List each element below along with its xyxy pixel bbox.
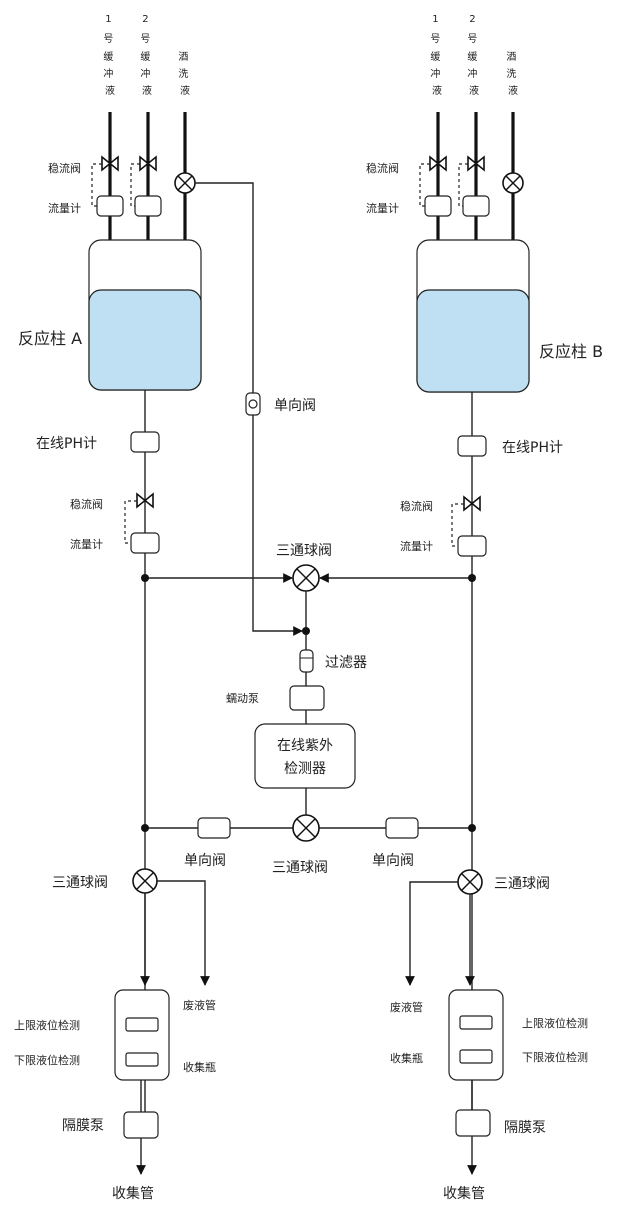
stabilizer-valve-a1-icon[interactable] (101, 155, 119, 172)
stabilizer-b-label: 稳流阀 (366, 161, 399, 175)
check-valve-right[interactable] (385, 817, 419, 839)
flowmeter-a1 (96, 195, 124, 217)
inlet-a3-label: 酒 洗 液 (178, 51, 191, 97)
lower-sensor-b (459, 1049, 493, 1064)
stabilizer-valve-a2-icon[interactable] (139, 155, 157, 172)
waste-pipe-b-label: 废液管 (390, 1000, 423, 1014)
flowmeter-a2 (134, 195, 162, 217)
upper-sensor-a (125, 1017, 159, 1032)
inlet-a1-label: 1 号 缓 冲 液 (103, 14, 116, 97)
diaphragm-pump-b-label: 隔膜泵 (504, 1120, 546, 1136)
reactor-column-a-liquid (88, 289, 202, 391)
lower-sensor-a-label: 下限液位检测 (14, 1053, 80, 1067)
collection-tube-a-label: 收集管 (112, 1185, 154, 1202)
stabilizer-b-lower-label: 稳流阀 (400, 499, 433, 513)
inlet-b3-label: 酒 洗 液 (506, 51, 519, 97)
check-valve-left[interactable] (197, 817, 231, 839)
feedback-a1 (91, 163, 102, 207)
feedback-a-lower (124, 500, 137, 544)
reactor-a-group: 1 号 缓 冲 液 2 号 缓 冲 液 酒 洗 液 (14, 14, 216, 1202)
flowmeter-a-label: 流量计 (48, 201, 81, 215)
flowmeter-a-lower-label: 流量计 (70, 537, 103, 551)
flowmeter-b2 (462, 195, 490, 217)
ph-meter-b (457, 435, 487, 457)
diaphragm-pump-a-label: 隔膜泵 (62, 1118, 104, 1134)
inlet-a2-label: 2 号 缓 冲 液 (140, 14, 153, 97)
feedback-b2 (458, 163, 468, 207)
uv-detector-line1: 在线紫外 (277, 738, 333, 754)
check-valve-top-label: 单向阀 (274, 398, 316, 414)
ball-valve-b3-icon[interactable] (502, 172, 524, 194)
flowmeter-b-label: 流量计 (366, 201, 399, 215)
junction-lower-right (468, 824, 476, 832)
upper-sensor-b-label: 上限液位检测 (522, 1016, 588, 1030)
flowmeter-b-lower (457, 535, 487, 557)
reactor-column-a-label: 反应柱 A (18, 329, 82, 348)
three-way-valve-mid-label: 三通球阀 (272, 860, 328, 876)
uv-detector (254, 723, 356, 789)
feedback-b-lower (451, 503, 464, 547)
waste-pipe-b (405, 881, 458, 986)
filter-label: 过滤器 (325, 655, 367, 671)
reactor-column-b-label: 反应柱 B (539, 342, 603, 361)
check-valve-left-label: 单向阀 (184, 853, 226, 869)
lower-sensor-b-label: 下限液位检测 (522, 1050, 588, 1064)
ph-meter-b-label: 在线PH计 (502, 440, 563, 456)
reactor-b-group: 1 号 缓 冲 液 2 号 缓 冲 液 酒 洗 液 (366, 14, 603, 1202)
stabilizer-valve-b2-icon[interactable] (467, 155, 485, 172)
lower-sensor-a (125, 1052, 159, 1067)
collection-bottle-b-label: 收集瓶 (390, 1051, 423, 1065)
feedback-b1 (419, 163, 430, 207)
upper-sensor-b (459, 1015, 493, 1030)
check-valve-right-label: 单向阀 (372, 853, 414, 869)
collection-tube-b-label: 收集管 (443, 1185, 485, 1202)
three-way-valve-b-label: 三通球阀 (494, 876, 550, 892)
three-way-valve-a-icon[interactable] (132, 868, 158, 894)
reactor-column-b-liquid (416, 289, 530, 393)
flowmeter-b1 (424, 195, 452, 217)
flowmeter-a-lower (130, 532, 160, 554)
stabilizer-valve-b-lower-icon[interactable] (463, 495, 481, 512)
collection-bottle-a-label: 收集瓶 (183, 1060, 216, 1074)
junction-top-right (468, 574, 476, 582)
feedback-a2 (130, 163, 140, 207)
collection-bottle-b (448, 989, 504, 1081)
stabilizer-a-lower-label: 稳流阀 (70, 497, 103, 511)
stabilizer-a-label: 稳流阀 (48, 161, 81, 175)
three-way-valve-top-icon[interactable] (292, 564, 320, 592)
three-way-valve-top-label: 三通球阀 (276, 543, 332, 559)
ball-valve-a3-icon[interactable] (174, 172, 196, 194)
junction-wash (302, 627, 310, 635)
junction-top-left (141, 574, 149, 582)
center-group: 单向阀 三通球阀 过滤器 蠕动泵 在线紫外 检测器 单向阀 单向阀 (141, 182, 476, 876)
peristaltic-pump[interactable] (289, 685, 325, 711)
stabilizer-valve-a-lower-icon[interactable] (136, 492, 154, 509)
three-way-valve-a-label: 三通球阀 (52, 875, 108, 891)
junction-lower-left (141, 824, 149, 832)
three-way-valve-b-icon[interactable] (457, 869, 483, 895)
diaphragm-pump-b (455, 1109, 491, 1137)
three-way-valve-mid-icon[interactable] (292, 814, 320, 842)
filter[interactable] (299, 649, 314, 673)
ph-meter-a (130, 431, 160, 453)
peristaltic-pump-label: 蠕动泵 (226, 692, 259, 705)
uv-detector-line2: 检测器 (284, 761, 326, 777)
upper-sensor-a-label: 上限液位检测 (14, 1018, 80, 1032)
inlet-b1-label: 1 号 缓 冲 液 (430, 14, 443, 97)
inlet-b2-label: 2 号 缓 冲 液 (467, 14, 480, 97)
stabilizer-valve-b1-icon[interactable] (429, 155, 447, 172)
diaphragm-pump-a (123, 1111, 159, 1139)
waste-pipe-a (157, 880, 210, 986)
waste-pipe-a-label: 废液管 (183, 998, 216, 1012)
flowmeter-b-lower-label: 流量计 (400, 539, 433, 553)
ph-meter-a-label: 在线PH计 (36, 436, 97, 452)
